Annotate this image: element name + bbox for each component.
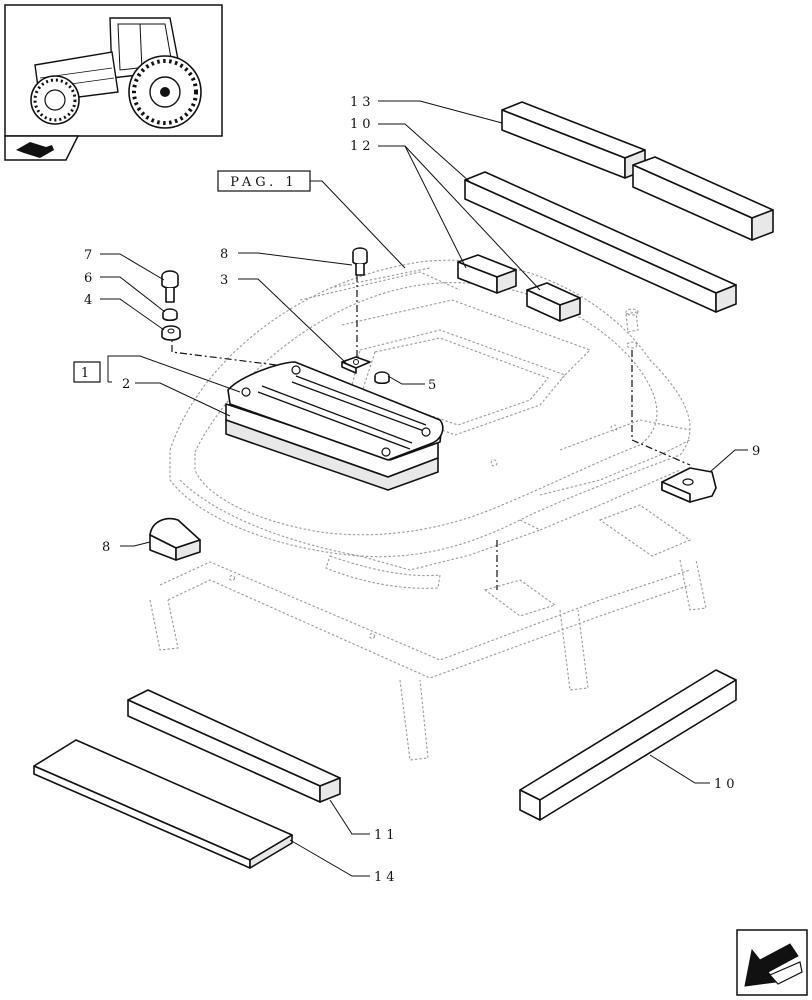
part-7-bolt xyxy=(161,270,179,303)
assembly-callout-box: 1 xyxy=(73,361,101,383)
callout-8-wedge: 8 xyxy=(102,540,114,555)
callout-10-upper: 10 xyxy=(350,117,375,132)
part-10-beam-upper xyxy=(464,171,737,313)
section-marker-icon xyxy=(4,135,80,161)
part-4-nut xyxy=(161,325,181,341)
callout-7: 7 xyxy=(84,248,96,263)
callout-12: 12 xyxy=(350,139,375,154)
callout-3: 3 xyxy=(220,273,232,288)
callout-1: 1 xyxy=(81,366,93,381)
part-8-wedge xyxy=(149,517,201,561)
part-10-beam-lower xyxy=(519,669,737,821)
tractor-thumbnail-icon xyxy=(4,4,223,137)
next-page-arrow-icon[interactable] xyxy=(736,929,808,996)
part-1-hatch-plate xyxy=(225,361,444,491)
part-12-pads xyxy=(457,254,581,322)
page-reference-label: PAG. 1 xyxy=(230,175,297,190)
callout-10-lower: 10 xyxy=(714,777,739,792)
part-11-beam xyxy=(127,689,341,803)
part-8-bolt xyxy=(352,247,368,276)
cab-roof-phantom xyxy=(149,259,707,761)
leader-lines xyxy=(100,100,748,877)
part-6-washer xyxy=(162,308,178,322)
callout-2: 2 xyxy=(122,377,134,392)
callout-13: 13 xyxy=(350,95,375,110)
callout-5: 5 xyxy=(428,378,440,393)
part-5-nut xyxy=(374,371,390,385)
page-reference[interactable]: PAG. 1 xyxy=(217,170,311,192)
part-3-bracket xyxy=(341,356,371,374)
callout-6: 6 xyxy=(84,271,96,286)
callout-9: 9 xyxy=(752,444,764,459)
callout-8-bolt: 8 xyxy=(220,247,232,262)
assembly-axes xyxy=(171,275,691,590)
callout-14: 14 xyxy=(374,870,399,885)
part-13-beam xyxy=(501,101,774,241)
part-9-bracket xyxy=(625,308,717,503)
callout-11: 11 xyxy=(374,828,399,843)
callout-labels: 13 10 12 8 3 7 6 4 2 5 9 8 10 11 14 xyxy=(84,95,764,885)
callout-4: 4 xyxy=(84,293,96,308)
part-14-pad xyxy=(33,739,293,869)
